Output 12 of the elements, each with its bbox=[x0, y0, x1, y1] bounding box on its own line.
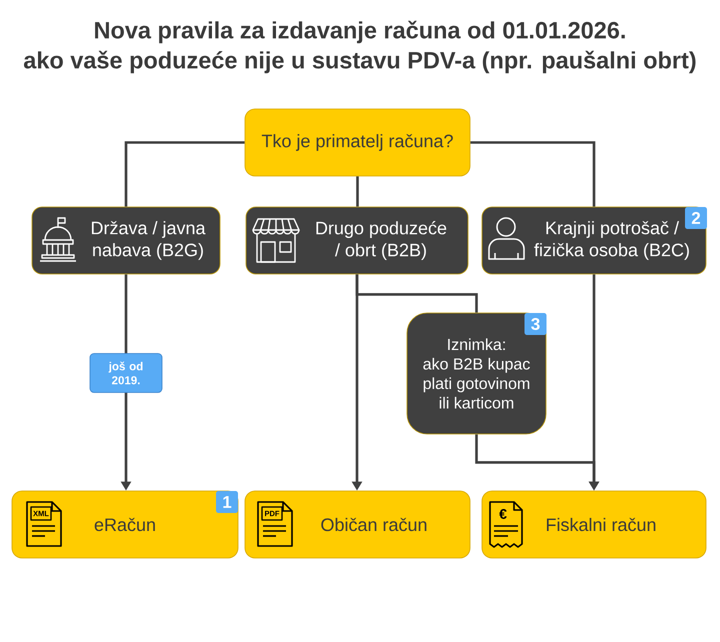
recipient-box: Država / javna nabava (B2G) bbox=[32, 206, 220, 274]
question-box: Tko je primatelj računa? bbox=[244, 108, 470, 176]
edge-label: još od 2019. bbox=[90, 353, 162, 393]
connector-line bbox=[356, 176, 359, 207]
connector-line bbox=[356, 274, 478, 313]
callout-number: 2 bbox=[685, 207, 707, 229]
title: Nova pravila za izdavanje računa od 01.01.2026. ako vaše poduzeće nije u sustavu PDV-a (npr. paušalni obrt) bbox=[24, 20, 696, 74]
recipient-box: Drugo poduzeće / obrt (B2B) bbox=[246, 206, 468, 274]
callout-number: 3 bbox=[524, 313, 546, 335]
connector-line bbox=[470, 141, 596, 207]
connector-line bbox=[124, 141, 245, 207]
callout-number: 1 bbox=[216, 491, 238, 513]
